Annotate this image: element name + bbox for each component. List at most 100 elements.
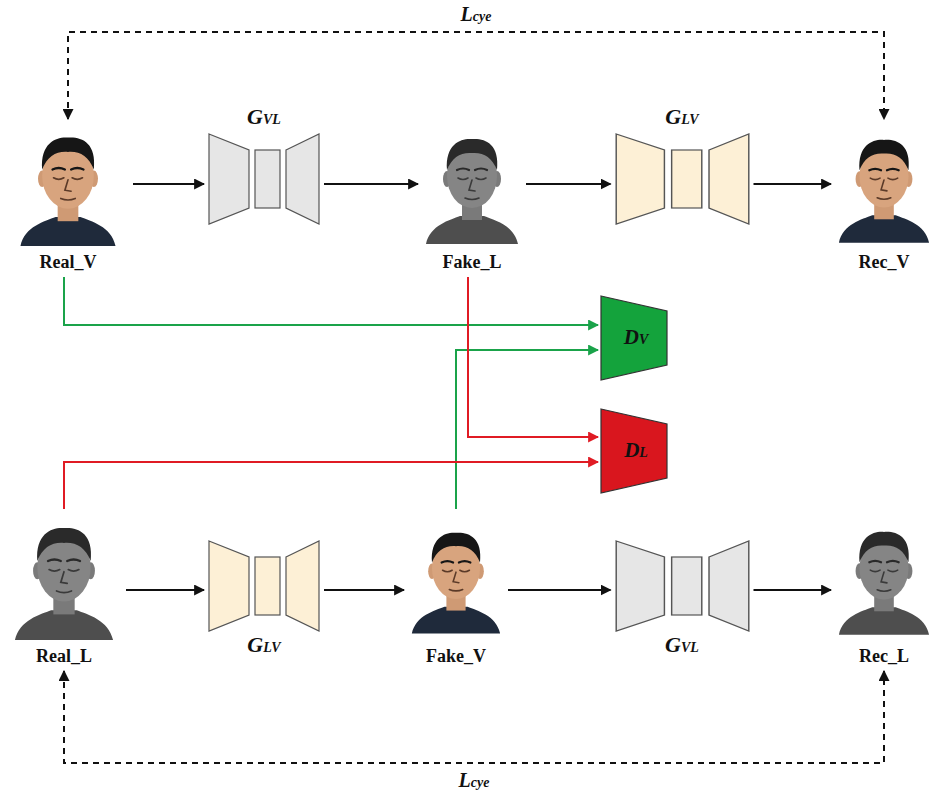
- mouth: [465, 198, 479, 200]
- generator-shape: [616, 541, 749, 631]
- cycle-loss-connector: [68, 32, 884, 119]
- photo-ground: [835, 125, 933, 243]
- cycle-loss-connector: [64, 671, 884, 763]
- face-label: Real_V: [40, 250, 97, 274]
- flow-arrow: [64, 462, 598, 509]
- facial-features: [48, 559, 80, 592]
- face-image-node: Fake_V: [408, 512, 504, 668]
- bottleneck-block: [255, 557, 280, 615]
- face-label: Fake_V: [426, 644, 486, 668]
- label-holder: Fake_L: [442, 246, 501, 274]
- generator-icon: [208, 133, 320, 225]
- nose: [453, 572, 459, 583]
- discriminator-shape: [601, 409, 667, 493]
- face-image-node: Fake_L: [422, 122, 522, 274]
- eyebrows: [869, 561, 898, 562]
- photo-ground: [422, 124, 522, 244]
- bottleneck-block: [255, 150, 280, 208]
- facial-features: [869, 169, 898, 199]
- discriminator-shape: [601, 296, 667, 380]
- flow-arrow: [526, 183, 611, 185]
- shirt: [412, 607, 500, 634]
- flow-arrow: [754, 183, 832, 185]
- generator-node: GLV: [615, 104, 750, 225]
- decoder-block: [286, 134, 319, 224]
- generator-node: GLV: [208, 540, 320, 661]
- shirt: [20, 217, 115, 246]
- flow-arrow: [324, 589, 404, 591]
- hair: [42, 137, 94, 169]
- disc-label: DV: [620, 325, 649, 352]
- flow-arrow: [64, 277, 598, 325]
- face-image-node: Rec_L: [835, 512, 933, 668]
- discriminator-node: DL: [600, 408, 668, 494]
- label-holder: Real_L: [36, 640, 92, 668]
- face-photo: [835, 512, 933, 640]
- label-holder: Rec_L: [859, 640, 909, 668]
- facial-features: [442, 561, 471, 591]
- face-image-node: Real_V: [7, 122, 129, 274]
- face-label: Rec_V: [859, 250, 910, 274]
- decoder-block: [709, 134, 749, 224]
- label-holder: DL: [620, 438, 648, 465]
- edge-label-holder: Lcye: [456, 769, 493, 794]
- generator-shape: [209, 134, 319, 224]
- encoder-block: [209, 134, 249, 224]
- decoder-block: [709, 541, 749, 631]
- hair: [859, 532, 909, 562]
- hair: [37, 528, 91, 561]
- flow-arrow: [126, 589, 204, 591]
- mouth: [449, 589, 462, 590]
- facial-features: [53, 168, 84, 200]
- nose: [469, 180, 475, 191]
- face-photo: [7, 122, 129, 246]
- bottleneck-block: [671, 557, 701, 615]
- eyebrows: [442, 561, 471, 562]
- hair: [447, 139, 498, 170]
- mouth: [57, 591, 72, 593]
- face-photo: [422, 122, 522, 246]
- generator-icon: [615, 540, 750, 632]
- shirt: [839, 607, 929, 634]
- eyebrows: [53, 168, 84, 170]
- loss-label: Lcye: [456, 769, 493, 794]
- disc-label: DL: [620, 438, 648, 465]
- bottleneck-block: [671, 150, 701, 208]
- facial-features: [457, 169, 487, 200]
- eyebrows: [869, 169, 898, 170]
- label-holder: GLV: [247, 632, 280, 661]
- mouth: [61, 198, 75, 200]
- face-label: Rec_L: [859, 644, 909, 668]
- label-holder: Rec_V: [859, 246, 910, 274]
- flow-arrow: [508, 589, 611, 591]
- generator-icon: [208, 540, 320, 632]
- shirt: [839, 215, 929, 242]
- nose: [881, 180, 887, 191]
- gen-label: GVL: [665, 632, 699, 661]
- label-holder: GLV: [665, 104, 698, 133]
- gen-label: GLV: [247, 632, 280, 661]
- photo-ground: [408, 518, 504, 633]
- generator-node: GVL: [208, 104, 320, 225]
- mouth: [877, 590, 891, 591]
- face-photo: [408, 512, 504, 640]
- photo-ground: [835, 517, 933, 635]
- face-image-node: Rec_V: [835, 122, 933, 274]
- nose: [65, 180, 71, 191]
- facial-features: [869, 561, 898, 591]
- hair: [859, 140, 909, 170]
- eyebrows: [48, 559, 80, 561]
- face-label: Fake_L: [442, 250, 501, 274]
- encoder-block: [209, 541, 249, 631]
- discriminator-node: DV: [600, 295, 668, 381]
- gen-label: GLV: [665, 104, 698, 133]
- face-image-node: Real_L: [6, 512, 122, 668]
- flow-arrow: [754, 589, 832, 591]
- shirt: [15, 610, 113, 640]
- label-holder: DV: [620, 325, 649, 352]
- nose: [881, 572, 887, 583]
- flow-arrow: [456, 350, 598, 509]
